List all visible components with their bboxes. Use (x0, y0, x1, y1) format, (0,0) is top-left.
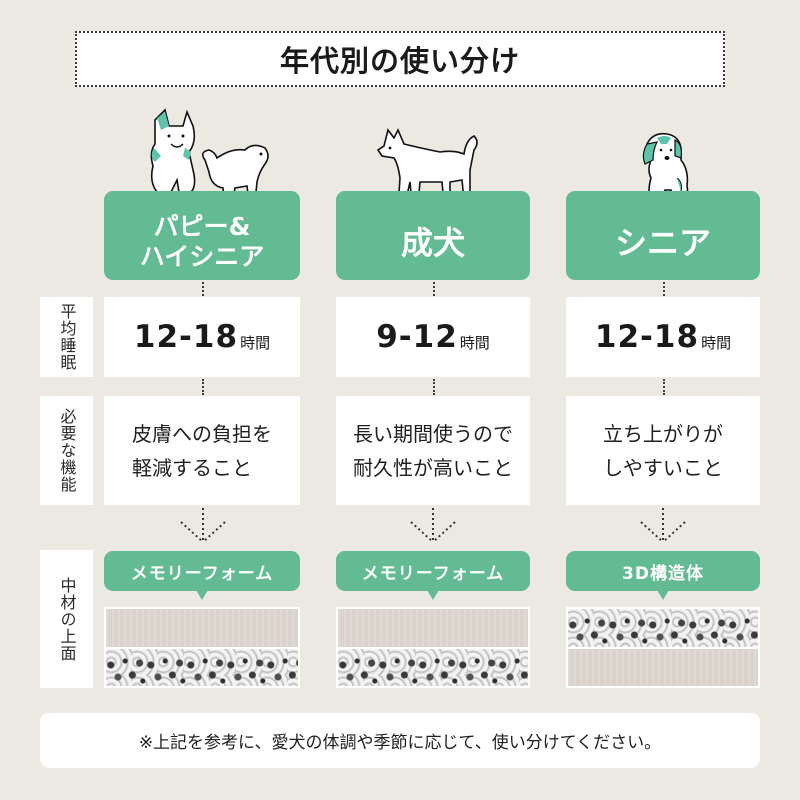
row-label-function: 必要な機能 (40, 396, 93, 505)
function-text: 皮膚への負担を 軽減すること (132, 417, 272, 485)
down-arrow-icon (640, 508, 686, 543)
function-line1: 皮膚への負担を (132, 421, 272, 446)
memory-foam-layer (568, 648, 758, 686)
age-header-puppy-high-senior: パピー& ハイシニア (104, 191, 300, 280)
sleep-hours: 9-12 (376, 319, 458, 355)
memory-foam-layer (338, 609, 528, 647)
3d-mesh-layer (568, 609, 758, 647)
sleep-hours: 12-18 (133, 319, 239, 355)
header-line1: シニア (614, 224, 711, 263)
function-line2: 耐久性が高いこと (353, 455, 513, 480)
connector-dots (663, 379, 665, 395)
page-title: 年代別の使い分け (75, 31, 725, 87)
down-arrow-icon (180, 508, 226, 543)
senior-beagle-icon (642, 132, 689, 203)
sleep-unit: 時間 (701, 333, 732, 352)
age-header-senior: シニア (566, 191, 760, 280)
connector-dots (433, 379, 435, 395)
function-text: 長い期間使うので 耐久性が高いこと (353, 417, 513, 485)
header-line1: 成犬 (400, 224, 465, 263)
function-line2: しやすいこと (603, 455, 723, 480)
function-line2: 軽減すること (132, 455, 252, 480)
material-swatch-puppy (104, 607, 300, 688)
material-swatch-senior (566, 607, 760, 688)
row-label-material: 中材の上面 (40, 550, 93, 688)
connector-dots (202, 282, 204, 296)
material-label-senior: 3D構造体 (566, 551, 760, 600)
footer-note: ※上記を参考に、愛犬の体調や季節に応じて、使い分けてください。 (40, 713, 760, 768)
function-cell-adult: 長い期間使うので 耐久性が高いこと (336, 396, 530, 505)
age-header-adult: 成犬 (336, 191, 530, 280)
connector-dots (202, 379, 204, 395)
header-line2: ハイシニア (139, 241, 265, 271)
function-cell-senior: 立ち上がりが しやすいこと (566, 396, 760, 505)
connector-dots (433, 282, 435, 296)
function-line1: 長い期間使うので (353, 421, 513, 446)
function-cell-puppy: 皮膚への負担を 軽減すること (104, 396, 300, 505)
memory-foam-layer (106, 609, 298, 647)
sleep-hours: 12-18 (594, 319, 700, 355)
row-label-sleep: 平均睡眠 (40, 297, 93, 377)
header-line1: パピー& (153, 211, 251, 241)
3d-mesh-layer (338, 648, 528, 686)
sleep-unit: 時間 (240, 333, 271, 352)
material-label-adult: メモリーフォーム (336, 551, 530, 600)
connector-dots (663, 282, 665, 296)
3d-mesh-layer (106, 648, 298, 686)
function-text: 立ち上がりが しやすいこと (603, 417, 723, 485)
sleep-unit: 時間 (459, 333, 490, 352)
function-line1: 立ち上がりが (603, 421, 723, 446)
down-arrow-icon (410, 508, 456, 543)
material-swatch-adult (336, 607, 530, 688)
material-label-puppy: メモリーフォーム (104, 551, 300, 600)
